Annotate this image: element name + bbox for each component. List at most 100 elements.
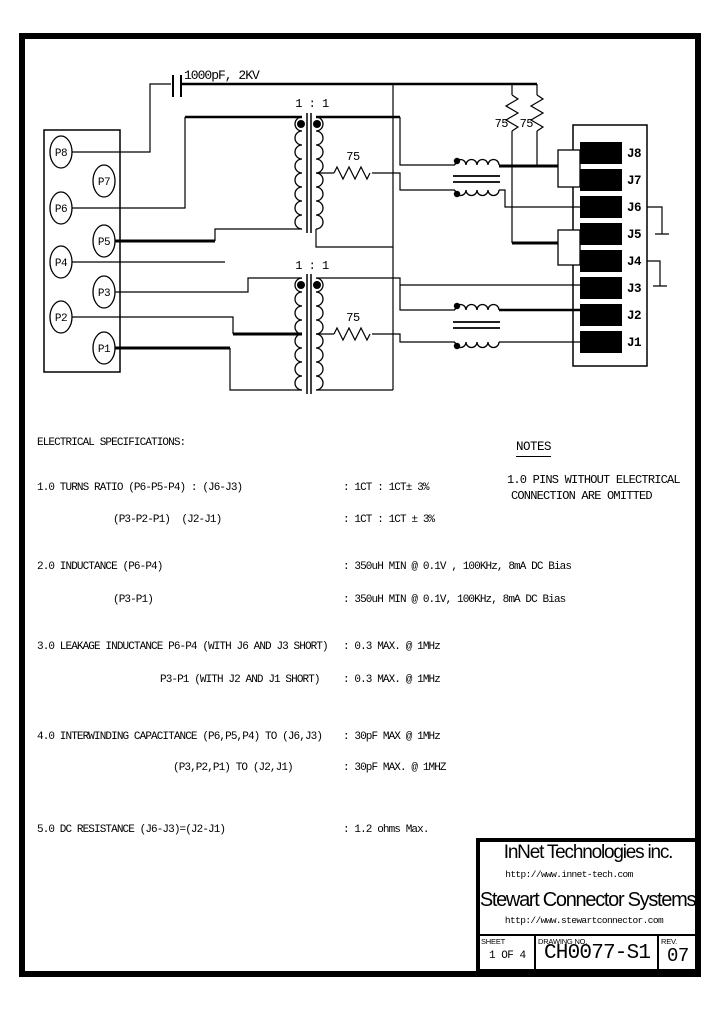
p-pin-label: P3 — [98, 288, 110, 300]
spec-row-label: (P3-P2-P1) (J2-J1) — [113, 514, 222, 526]
choke-top-winding-b — [454, 189, 500, 197]
spec-row-label: 1.0 TURNS RATIO (P6-P5-P4) : (J6-J3) — [37, 482, 243, 494]
transformer-bottom-secondary-winding — [315, 277, 324, 391]
j-pin-label: J4 — [627, 255, 642, 269]
transformer-top-secondary-winding — [315, 116, 324, 230]
wire-p2-riser — [72, 316, 234, 334]
phase-dot — [313, 120, 321, 128]
transformer-top-primary-winding — [294, 116, 303, 230]
company-name-1: InNet Technologies inc. — [503, 842, 674, 863]
wire-tx1-to-choke1-b — [372, 172, 455, 191]
spec-row-value: : 30pF MAX. @ 1MHZ — [343, 762, 447, 774]
choke-top — [453, 157, 500, 198]
resistor-tx2-zigzag — [333, 326, 371, 342]
phase-dot — [453, 190, 461, 198]
wire-p3-to-tx2 — [115, 277, 302, 293]
transformer-bottom — [294, 274, 324, 394]
p-pin-oval — [92, 164, 116, 198]
wire-p6-riser — [72, 117, 186, 209]
choke-bottom-winding-b — [454, 341, 500, 349]
j-pin-label: J1 — [627, 336, 641, 350]
p-pin-oval — [49, 300, 73, 334]
spec-row-label: 2.0 INDUCTANCE (P6-P4) — [37, 561, 163, 573]
circuit-wires — [72, 75, 669, 391]
notes-title: NOTES — [516, 440, 552, 457]
company-name-2: Stewart Connector Systems — [479, 889, 697, 911]
title-block-divider-v — [534, 935, 659, 971]
sheet-label: SHEET — [481, 937, 506, 946]
spec-row-label: 5.0 DC RESISTANCE (J6-J3)=(J2-J1) — [37, 824, 226, 836]
company-url-1: http://www.innet-tech.com — [505, 869, 633, 880]
phase-dot — [453, 342, 461, 350]
p-connector-outline — [43, 129, 121, 373]
tx2-ratio-label: 1 : 1 — [295, 259, 329, 273]
j-pin-pad — [580, 223, 622, 245]
j-pin-pad — [580, 142, 622, 164]
wire-p5-to-tx1 — [214, 228, 302, 241]
rev-label: REV. — [661, 937, 678, 946]
wire-tx2-to-choke2-b — [372, 333, 455, 343]
wire-p8-to-capacitor — [72, 83, 171, 153]
choke-bottom — [453, 302, 500, 350]
phase-dot — [297, 120, 305, 128]
j5-j4-tab — [557, 229, 581, 266]
resistor-tx2-label: 75 — [346, 311, 360, 325]
p-pin-oval — [92, 331, 116, 365]
title-block-border — [476, 838, 700, 973]
spec-row-value: : 1.2 ohms Max. — [343, 824, 429, 836]
j-pin-pad — [580, 304, 622, 326]
transformer-top — [294, 113, 324, 233]
drawing-border-frame — [19, 33, 701, 977]
p-pin-label: P5 — [98, 237, 110, 249]
spec-row-value: : 1CT : 1CT± 3% — [343, 482, 429, 494]
p-pin-label: P7 — [98, 177, 110, 189]
wire-tx2-to-choke2-a — [316, 277, 455, 311]
bracket-j4 — [647, 260, 667, 287]
p-pin-label: P4 — [55, 258, 68, 270]
p-pin-oval — [49, 191, 73, 225]
spec-row-value: : 0.3 MAX. @ 1MHz — [343, 641, 441, 653]
spec-row-value: : 1CT : 1CT ± 3% — [343, 514, 435, 526]
p-connector: P8 P7 P6 P5 P4 P3 P2 P1 — [43, 129, 121, 373]
transformer-top-core — [306, 113, 312, 233]
specs-heading: ELECTRICAL SPECIFICATIONS: — [37, 437, 186, 449]
resistor-term-left-zigzag — [504, 94, 520, 132]
spec-row-value: : 350uH MIN @ 0.1V, 100KHz, 8mA DC Bias — [343, 594, 566, 606]
resistor-term-left-label: 75 — [495, 117, 509, 131]
choke-top-core — [453, 175, 500, 183]
spec-row-value: : 0.3 MAX. @ 1MHz — [343, 674, 441, 686]
resistor-tx1-label: 75 — [346, 150, 360, 164]
drawing-no-label: DRAWING NO. — [538, 937, 588, 946]
spec-row-label: 4.0 INTERWINDING CAPACITANCE (P6,P5,P4) … — [37, 731, 323, 743]
spec-row-label: (P3-P1) — [113, 594, 154, 606]
rev-value: 07 — [667, 945, 689, 967]
j-pin-pad — [580, 331, 622, 353]
wire-tx1-sec-bottom — [315, 229, 393, 248]
resistor-term-right-label: 75 — [520, 117, 534, 131]
phase-dot — [297, 281, 305, 289]
j-pin-label: J7 — [627, 174, 641, 188]
j-pin-label: J6 — [627, 201, 641, 215]
j-pin-label: J3 — [627, 282, 641, 296]
j-pin-pad — [580, 196, 622, 218]
j-pin-pad — [580, 277, 622, 299]
resistor-term-right-zigzag — [529, 94, 545, 132]
spec-row-value: : 350uH MIN @ 0.1V , 100KHz, 8mA DC Bias — [343, 561, 572, 573]
p-pin-label: P1 — [98, 344, 111, 356]
j-pin-pad — [580, 250, 622, 272]
j8-j7-tab — [557, 149, 581, 188]
p-pin-oval — [49, 245, 73, 279]
choke-bottom-winding-a — [454, 303, 500, 311]
p-pin-oval — [49, 135, 73, 169]
capacitor-icon — [172, 75, 182, 97]
j-pin-label: J2 — [627, 309, 641, 323]
capacitor-value-label: 1000pF, 2KV — [184, 68, 260, 83]
phase-dot — [453, 302, 461, 310]
title-block-frame — [476, 838, 700, 973]
notes-line: CONNECTION ARE OMITTED — [511, 489, 653, 503]
phase-dot — [313, 281, 321, 289]
resistor-tx1-zigzag — [333, 165, 371, 181]
spec-row-label: P3-P1 (WITH J2 AND J1 SHORT) — [160, 674, 321, 686]
